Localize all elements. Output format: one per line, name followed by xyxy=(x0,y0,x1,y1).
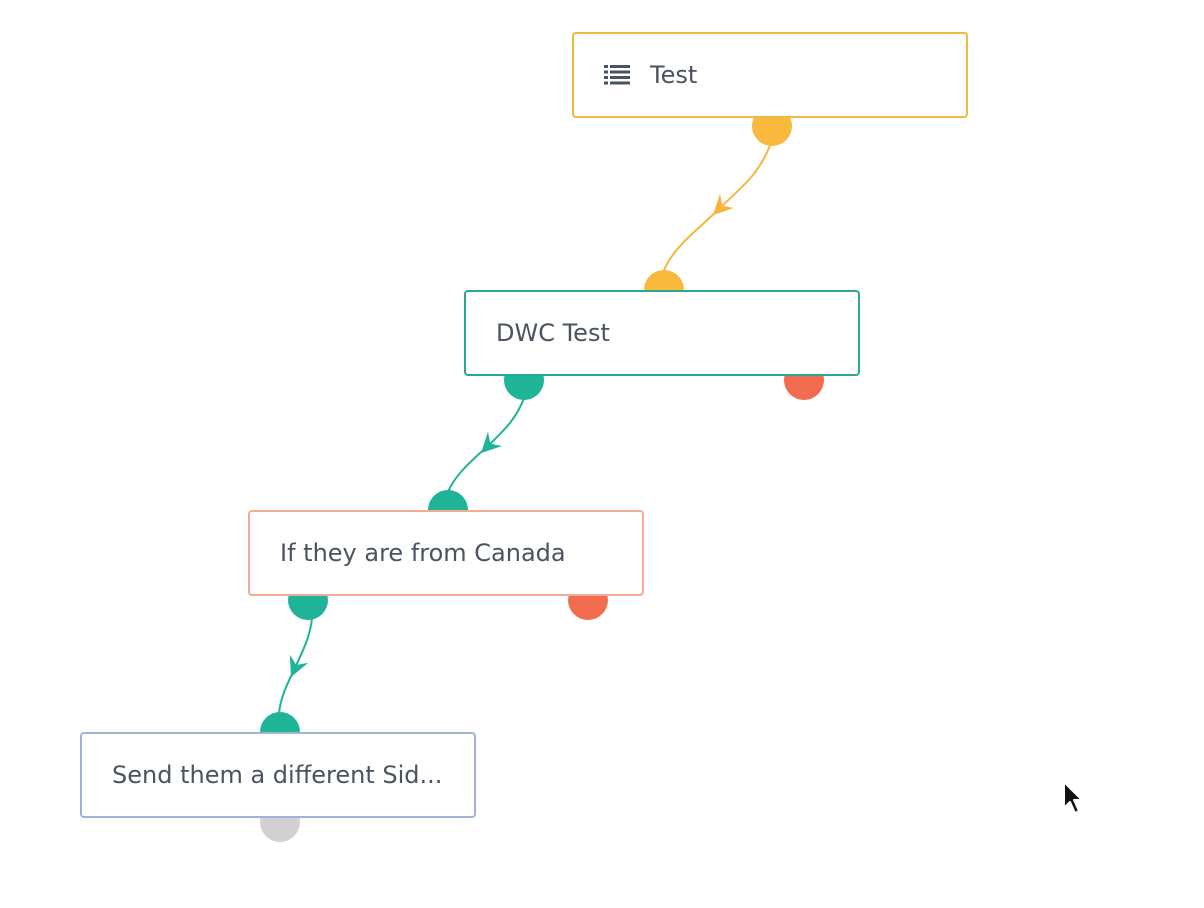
connection-canada-to-send-tail xyxy=(278,667,296,715)
node-dwc-test[interactable]: DWC Test xyxy=(464,290,860,376)
node-send[interactable]: Send them a different Sid... xyxy=(80,732,476,818)
connection-dwc-to-canada[interactable] xyxy=(480,397,525,454)
connection-test-to-dwc-tail xyxy=(663,207,721,271)
node-send-label: Send them a different Sid... xyxy=(112,761,443,789)
mouse-cursor-icon xyxy=(1062,780,1086,820)
node-test[interactable]: Test xyxy=(572,32,968,118)
node-dwc-test-label: DWC Test xyxy=(496,319,610,347)
connection-dwc-to-canada-tail xyxy=(447,445,489,493)
node-canada[interactable]: If they are from Canada xyxy=(248,510,644,596)
node-canada-label: If they are from Canada xyxy=(280,539,566,567)
node-test-label: Test xyxy=(650,61,698,89)
connection-canada-to-send[interactable] xyxy=(289,617,313,678)
list-icon xyxy=(604,65,630,85)
connection-test-to-dwc[interactable] xyxy=(712,139,773,216)
